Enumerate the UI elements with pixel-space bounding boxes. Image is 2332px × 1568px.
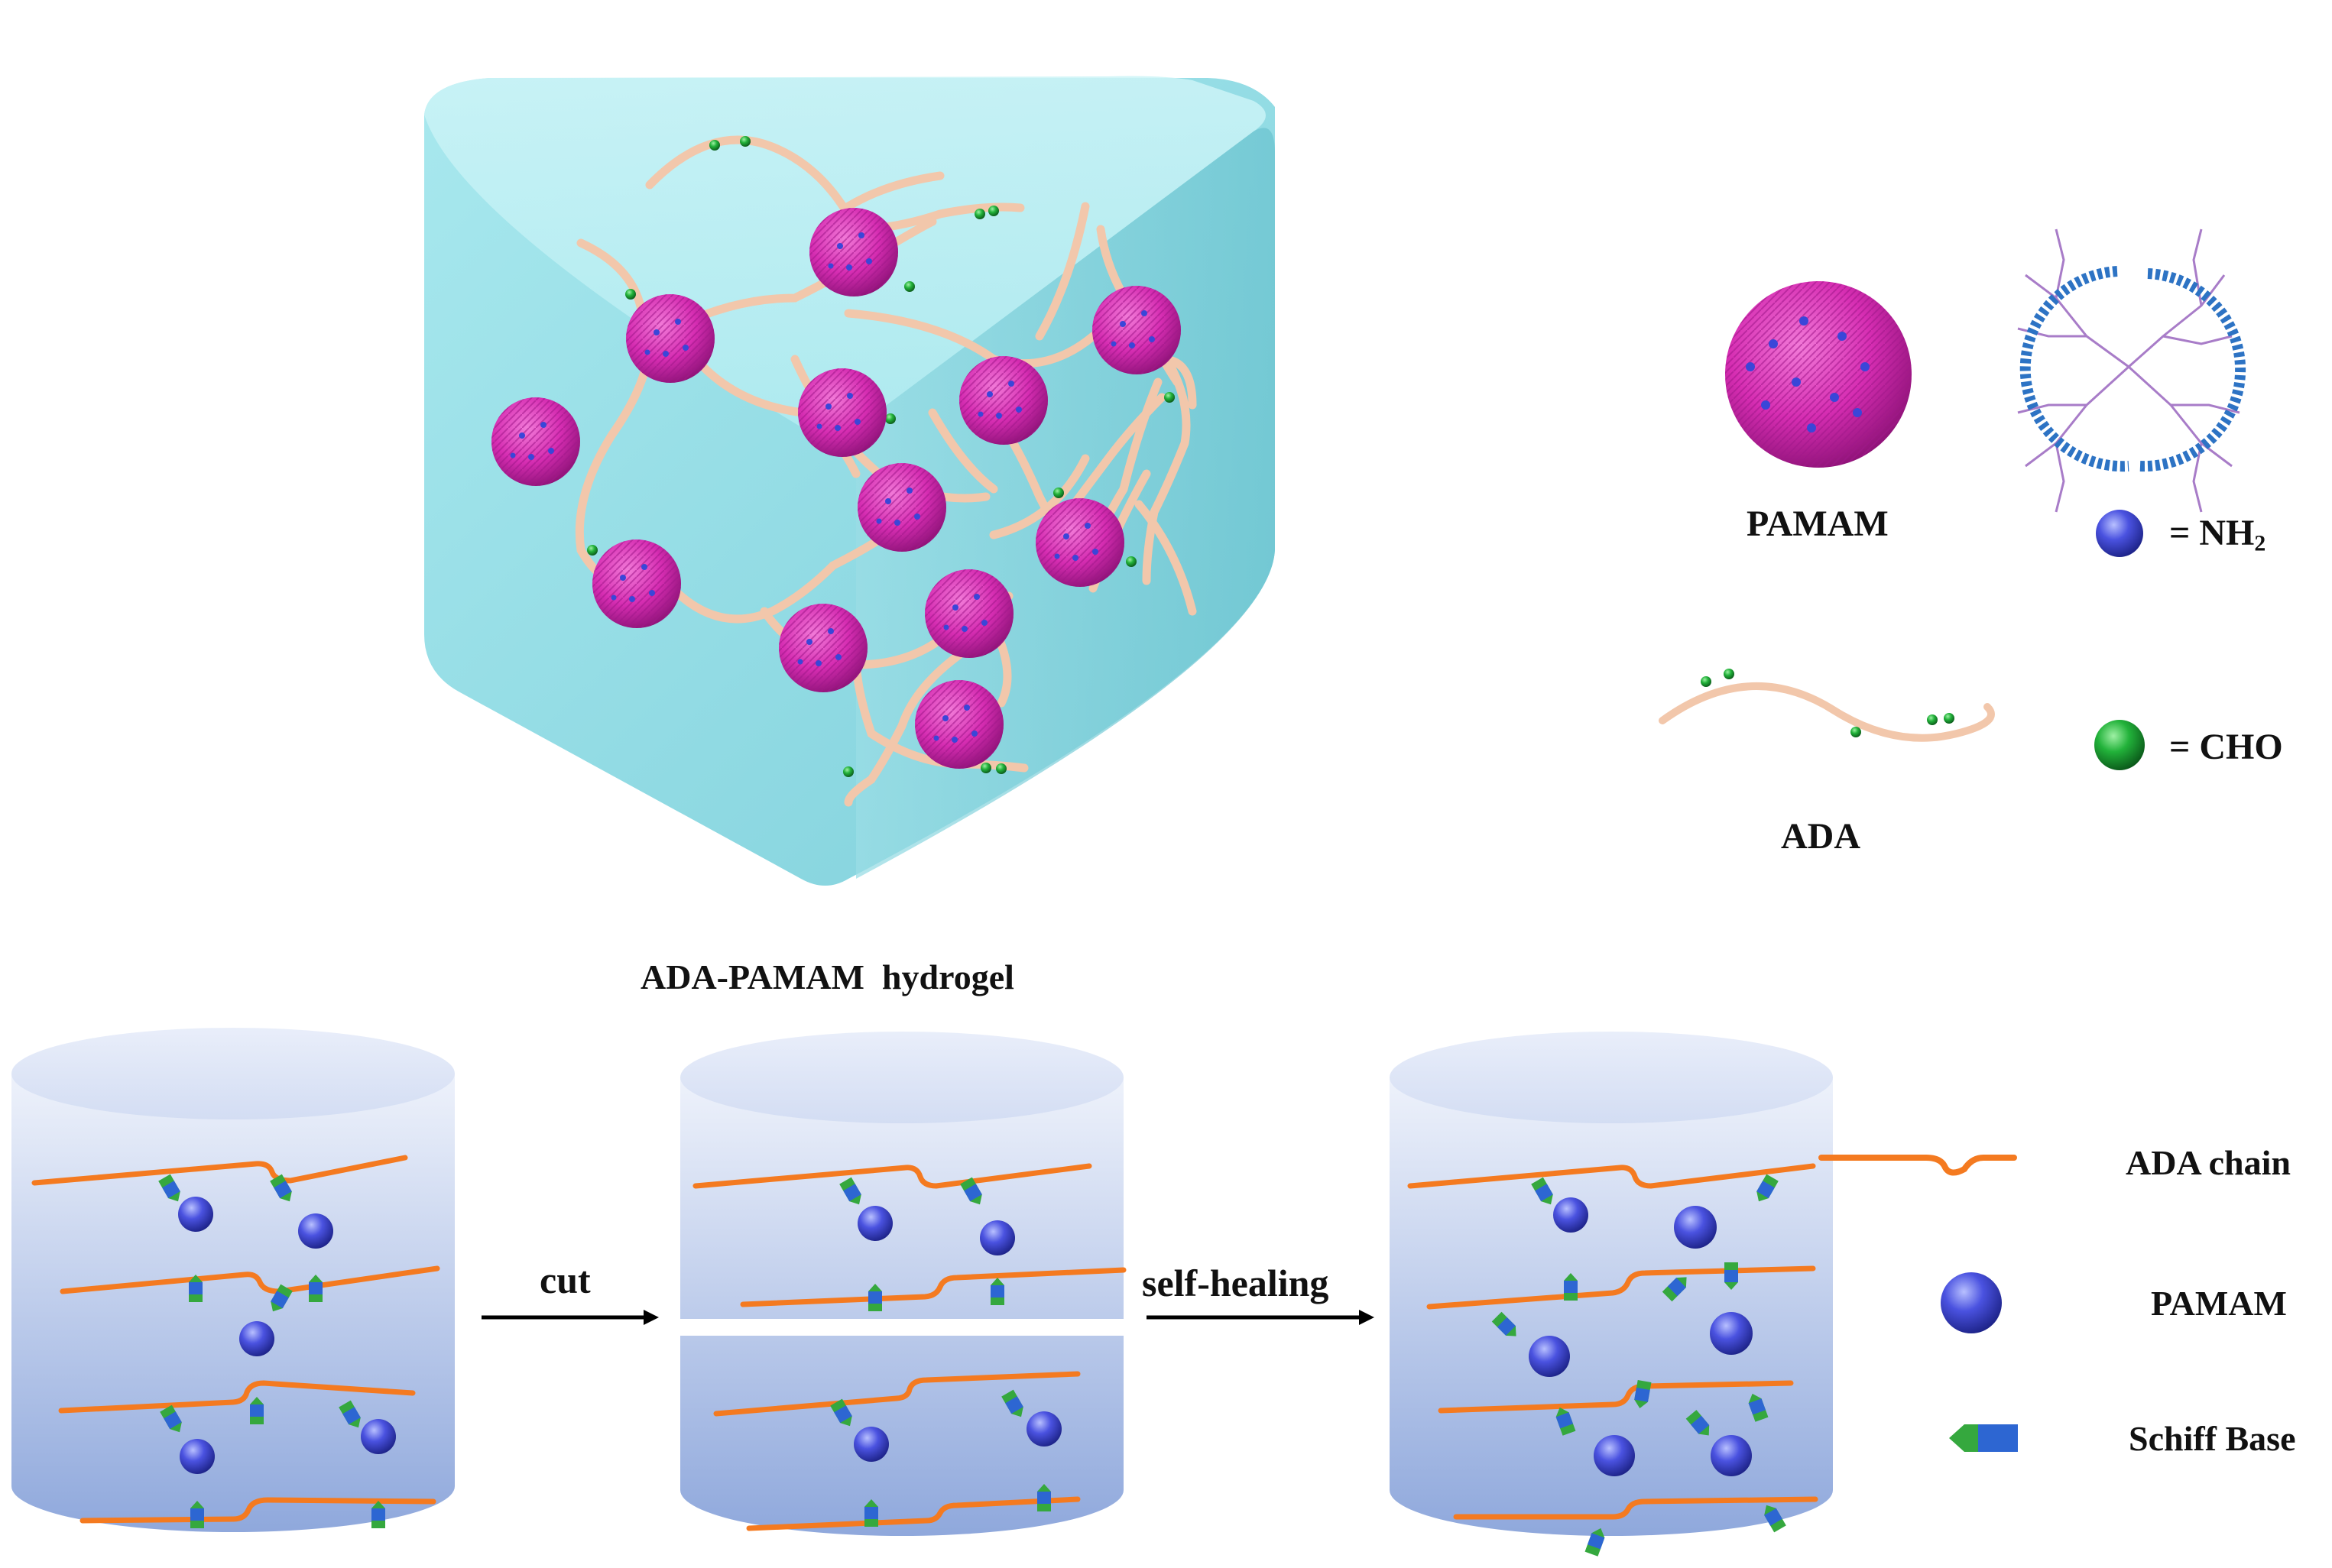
pamam-sphere: [1036, 498, 1124, 587]
legend-schiff-base-label: Schiff Base: [2129, 1419, 2296, 1458]
pamam-sphere: [626, 294, 715, 383]
legend-ada-chain: [1659, 669, 1995, 742]
legend-pamam-label: PAMAM: [2151, 1284, 2287, 1323]
cut-label: cut: [540, 1259, 591, 1301]
ada-label: ADA: [1781, 816, 1860, 857]
legend-pamam-sphere: [1725, 281, 1912, 468]
pamam-sphere: [809, 208, 898, 296]
crosslinks-cylinder-1: [158, 1174, 396, 1528]
cylinder-cut: [680, 1032, 1127, 1536]
legend-cho-ball: [2094, 720, 2145, 770]
legend-pamam-ball-icon: [1941, 1272, 2002, 1333]
nh2-subscript: 2: [2254, 530, 2266, 556]
pamam-sphere: [491, 397, 580, 486]
legend-nh2-ball: [2096, 510, 2143, 557]
nh2-label-text: = NH: [2169, 513, 2255, 553]
legend-dendrimer-structure: [2017, 228, 2246, 513]
pamam-sphere: [1092, 286, 1181, 374]
nh2-label: = NH2: [2169, 512, 2266, 556]
arrow-self-healing: [1147, 1310, 1374, 1325]
crosslinks-cylinder-2: [830, 1177, 1062, 1527]
hydrogel-label: ADA-PAMAM hydrogel: [641, 957, 1014, 996]
pamam-sphere: [798, 368, 887, 457]
legend-ada-chain-icon: [1818, 1155, 2017, 1176]
crosslinks-cylinder-3: [1491, 1174, 1786, 1557]
pamam-sphere: [592, 539, 681, 628]
arrow-cut: [482, 1310, 659, 1325]
self-healing-label: self-healing: [1142, 1262, 1329, 1304]
pamam-sphere: [915, 680, 1004, 769]
cho-label: = CHO: [2169, 727, 2283, 767]
cylinder-original: [11, 1028, 455, 1532]
legend-ada-chain-label: ADA chain: [2126, 1143, 2291, 1182]
pamam-sphere: [925, 569, 1014, 658]
pamam-label: PAMAM: [1747, 504, 1889, 544]
pamam-sphere: [779, 604, 868, 692]
legend-schiff-base-icon: [1949, 1424, 2018, 1452]
pamam-sphere: [858, 463, 946, 552]
pamam-sphere: [959, 356, 1048, 445]
cho-dots-cube: [587, 136, 1175, 777]
